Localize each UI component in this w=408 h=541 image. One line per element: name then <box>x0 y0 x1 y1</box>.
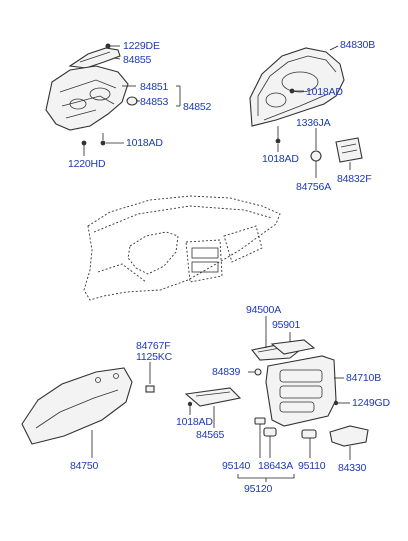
label-1018ad-stack: 1018AD <box>176 416 213 428</box>
steering-column-shroud-upper <box>68 43 121 69</box>
label-1018ad-hood: 1018AD <box>306 86 343 98</box>
screw-1018ad-hood <box>289 88 304 94</box>
label-1125kc: 1125KC <box>136 351 172 363</box>
screw-1249gd <box>333 400 350 406</box>
label-84830b: 84830B <box>340 39 376 51</box>
label-1249gd: 1249GD <box>352 397 390 409</box>
screw-1018ad-left <box>100 133 106 146</box>
label-1336ja: 1336JA <box>296 117 331 129</box>
label-84710b: 84710B <box>346 372 382 384</box>
label-95110: 95110 <box>298 460 326 472</box>
label-95901: 95901 <box>272 319 301 331</box>
dashboard-outline <box>83 195 281 301</box>
switch-bracket-84565 <box>184 387 242 428</box>
cluster-hood <box>249 47 345 127</box>
screw-1018ad-stack <box>187 401 193 415</box>
label-95140: 95140 <box>222 460 251 472</box>
label-84855: 84855 <box>123 54 152 66</box>
bolt-84767f <box>145 362 155 393</box>
bracket-95901 <box>270 332 316 355</box>
glove-box-84750 <box>21 367 133 458</box>
grommet-84756a <box>310 150 322 178</box>
shroud-clip <box>126 96 138 106</box>
label-1229de: 1229DE <box>123 40 160 52</box>
label-84839: 84839 <box>212 366 241 378</box>
label-84756a: 84756A <box>296 181 332 193</box>
label-1220hd: 1220HD <box>68 158 106 170</box>
label-84832f: 84832F <box>337 173 372 185</box>
label-84767f: 84767F <box>136 340 171 352</box>
label-18643a: 18643A <box>258 460 294 472</box>
label-84330: 84330 <box>338 462 367 474</box>
label-84853: 84853 <box>140 96 169 108</box>
label-95120: 95120 <box>244 483 273 495</box>
screw-1018ad-bottom <box>275 126 281 152</box>
lighter-bracket-95120 <box>237 474 295 482</box>
label-84851: 84851 <box>140 81 169 93</box>
label-1018ad-left: 1018AD <box>126 137 163 149</box>
label-94500a: 94500A <box>246 304 282 316</box>
cover-plate-84832f <box>335 137 363 170</box>
label-84750: 84750 <box>70 460 99 472</box>
nut-84839 <box>248 368 262 376</box>
cigar-lighter-95140 <box>254 417 266 458</box>
steering-column-shroud-lower <box>45 65 129 131</box>
power-outlet-95110 <box>301 429 317 458</box>
ashtray-84330 <box>329 425 369 460</box>
label-1018ad-bottom: 1018AD <box>262 153 299 165</box>
lighter-lamp-18643a <box>263 427 277 458</box>
label-84565: 84565 <box>196 429 225 441</box>
center-facia-84710b <box>265 355 344 427</box>
screw-1220hd <box>81 140 87 156</box>
label-84852: 84852 <box>183 101 212 113</box>
